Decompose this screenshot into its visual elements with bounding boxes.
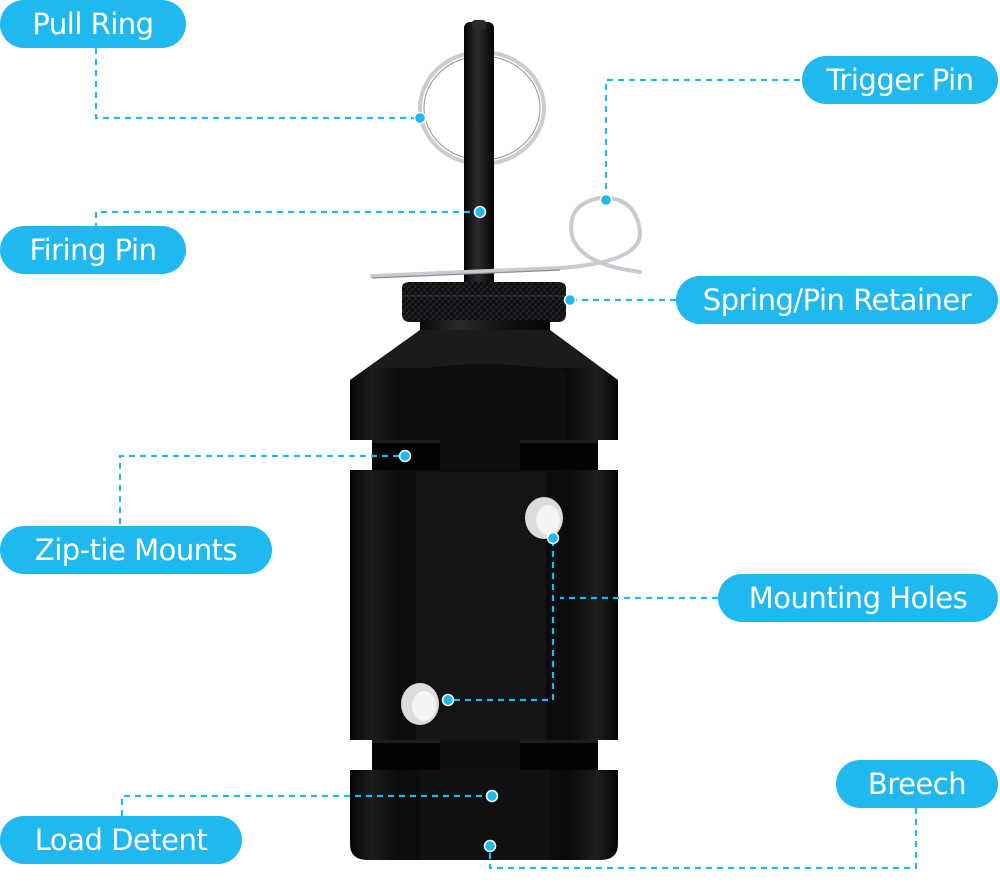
firing-pin-shape bbox=[464, 22, 494, 302]
label-zip-tie-mounts: Zip-tie Mounts bbox=[0, 526, 272, 574]
label-mounting-holes: Mounting Holes bbox=[718, 574, 998, 622]
label-load-detent: Load Detent bbox=[0, 816, 242, 864]
label-pull-ring: Pull Ring bbox=[0, 0, 186, 48]
device-illustration bbox=[350, 20, 642, 860]
label-breech: Breech bbox=[836, 760, 998, 808]
anchor-dots bbox=[398, 111, 613, 853]
label-trigger-pin: Trigger Pin bbox=[802, 56, 998, 104]
label-spring-pin-retainer: Spring/Pin Retainer bbox=[676, 276, 998, 324]
trigger-pin-shape bbox=[370, 195, 642, 278]
spring-pin-retainer-shape bbox=[402, 282, 566, 322]
leader-lines bbox=[94, 48, 918, 870]
label-firing-pin: Firing Pin bbox=[0, 226, 186, 274]
